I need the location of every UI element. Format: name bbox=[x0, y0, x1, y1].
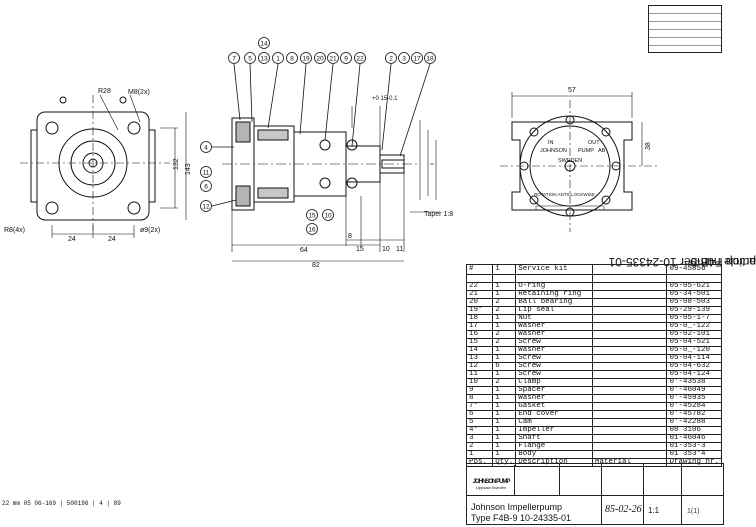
drawing-title: Johnson Impellerpump bbox=[471, 502, 563, 512]
svg-text:OUT: OUT bbox=[588, 140, 600, 146]
section-callouts bbox=[200, 37, 436, 235]
svg-text:22: 22 bbox=[356, 56, 364, 63]
svg-text:64: 64 bbox=[300, 247, 308, 254]
section-view bbox=[222, 106, 440, 262]
svg-text:16: 16 bbox=[308, 227, 316, 234]
svg-text:1: 1 bbox=[276, 56, 280, 63]
svg-text:IN: IN bbox=[548, 140, 554, 146]
dim-m8: M8(2x) bbox=[128, 89, 150, 96]
svg-text:82: 82 bbox=[312, 262, 320, 269]
section-callout-labels: 7 5 13 1 8 19 20 21 9 22 14 2 3 17 18 4 … bbox=[202, 41, 434, 234]
pump-end-labels: IN JOHNSON PUMP AB SWEDEN OUT ROTATION A… bbox=[534, 87, 652, 197]
drawing-scale: 1:1 bbox=[648, 506, 660, 515]
parts-header-row: # 1 Service kit 09-45856 bbox=[465, 264, 722, 275]
svg-text:10: 10 bbox=[382, 246, 390, 253]
svg-text:5: 5 bbox=[248, 56, 252, 63]
svg-text:11: 11 bbox=[203, 170, 210, 177]
pump-end-view bbox=[500, 92, 660, 232]
svg-text:8: 8 bbox=[348, 233, 352, 240]
svg-text:7: 7 bbox=[232, 56, 236, 63]
svg-text:21: 21 bbox=[329, 56, 337, 63]
title-block: JOHNSON PUMP Uppsala Sweden Johnson Impe… bbox=[466, 463, 724, 525]
svg-text:15: 15 bbox=[308, 213, 316, 220]
dim-132: 132 bbox=[173, 158, 180, 170]
dim-24b: 24 bbox=[108, 236, 116, 243]
svg-text:8: 8 bbox=[290, 56, 294, 63]
dim-phi9: ø9(2x) bbox=[140, 227, 160, 234]
svg-text:17: 17 bbox=[413, 56, 421, 63]
front-view bbox=[20, 94, 187, 238]
svg-text:57: 57 bbox=[568, 87, 576, 94]
dim-143: 143 bbox=[185, 163, 192, 175]
revision-box bbox=[648, 5, 722, 53]
svg-text:9: 9 bbox=[344, 56, 348, 63]
sheet-number: 1(1) bbox=[687, 508, 700, 515]
svg-text:18: 18 bbox=[426, 56, 434, 63]
dim-24a: 24 bbox=[68, 236, 76, 243]
front-view-dims: R28 M8(2x) 132 143 24 24 R8(4x) ø9(2x) bbox=[4, 88, 192, 243]
company-logo: JOHNSON PUMP Uppsala Sweden bbox=[468, 465, 515, 495]
svg-text:6: 6 bbox=[204, 184, 208, 191]
svg-text:ROTATION ANTICLOCKWISE: ROTATION ANTICLOCKWISE bbox=[534, 192, 595, 197]
svg-text:PUMP: PUMP bbox=[578, 148, 594, 154]
svg-text:14: 14 bbox=[260, 41, 268, 48]
bottom-note: 22 mm 05 06-169 | 500196 | 4 | 89 bbox=[2, 500, 121, 507]
drawing-subtitle: Type F4B-9 10-24335-01 bbox=[471, 513, 572, 523]
section-dims: 64 82 8 15 10 11 +0 15-0.1 Taper 1:8 bbox=[300, 96, 453, 269]
svg-text:3: 3 bbox=[402, 56, 406, 63]
svg-text:JOHNSON: JOHNSON bbox=[540, 148, 567, 154]
svg-text:13: 13 bbox=[260, 56, 268, 63]
svg-text:Taper 1:8: Taper 1:8 bbox=[424, 211, 453, 218]
svg-text:38: 38 bbox=[645, 142, 652, 150]
svg-text:AB: AB bbox=[598, 148, 606, 154]
svg-text:10: 10 bbox=[324, 213, 332, 220]
drawing-date: 85-02-26 bbox=[605, 504, 642, 515]
svg-text:12: 12 bbox=[202, 204, 210, 211]
svg-text:19: 19 bbox=[302, 56, 310, 63]
svg-text:SWEDEN: SWEDEN bbox=[558, 158, 582, 164]
dim-r8: R8(4x) bbox=[4, 227, 25, 234]
svg-text:4: 4 bbox=[204, 145, 208, 152]
svg-text:15: 15 bbox=[356, 246, 364, 253]
side-label: article number 10-24335-01 pump F4B-9 bbox=[609, 255, 756, 525]
svg-text:11: 11 bbox=[396, 246, 403, 253]
svg-text:+0 15-0.1: +0 15-0.1 bbox=[372, 96, 398, 102]
svg-text:20: 20 bbox=[316, 56, 324, 63]
svg-text:2: 2 bbox=[389, 56, 393, 63]
dim-r28: R28 bbox=[98, 88, 111, 95]
